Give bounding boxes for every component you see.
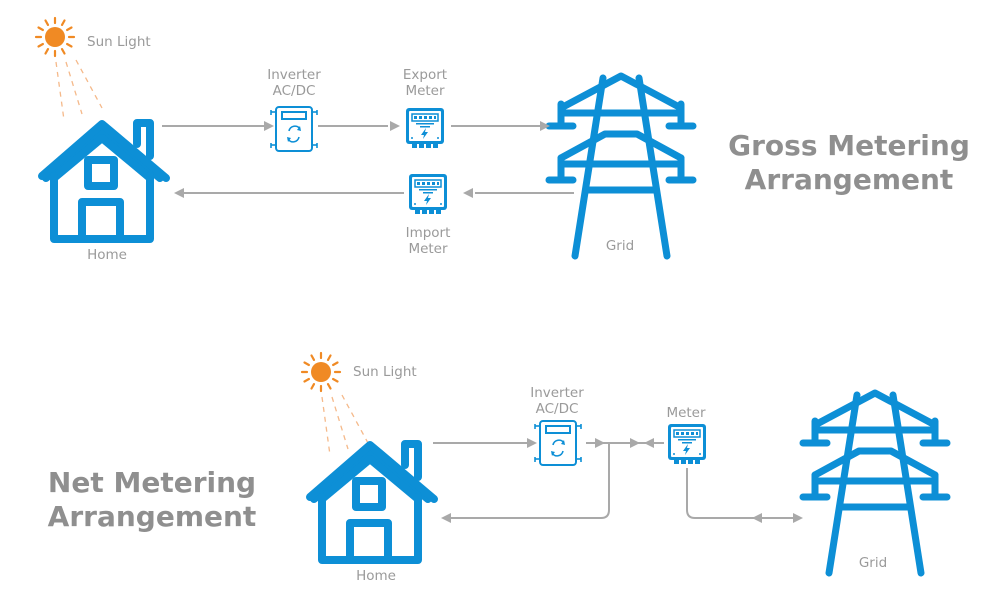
arrowhead: [390, 121, 400, 131]
meter-label: Meter: [666, 405, 706, 421]
arrowhead: [540, 121, 550, 131]
sun-rays-icon: [55, 59, 103, 121]
meter-icon: [667, 423, 707, 465]
grid-label: Grid: [859, 555, 887, 571]
sun-light-label: Sun Light: [87, 34, 151, 50]
net-title-line2: Arrangement: [48, 500, 257, 533]
arrowhead: [463, 188, 473, 198]
grid-label: Grid: [606, 238, 634, 254]
grid-pylon-icon: [549, 76, 693, 256]
import-meter-label-line1: Import: [406, 225, 451, 241]
arrowhead: [630, 438, 640, 448]
export-meter-label-line1: Export: [403, 67, 447, 83]
flow-junction-to-home: [450, 443, 610, 519]
home-icon: [42, 123, 166, 239]
flow-home-to-inverter: [162, 121, 274, 131]
arrowhead: [595, 438, 605, 448]
inverter-icon: [270, 106, 318, 152]
import-meter-icon: [408, 173, 448, 215]
net-title-line1: Net Metering: [48, 466, 256, 499]
sun-rays-icon: [321, 394, 369, 456]
inverter-label-line2: AC/DC: [273, 83, 316, 99]
inverter-label-line1: Inverter: [267, 67, 321, 83]
arrowhead: [441, 513, 451, 523]
net-metering-section: Net Metering Arrangement Sun Light Home …: [48, 351, 947, 584]
export-meter-icon: [405, 107, 445, 149]
home-icon: [310, 444, 434, 560]
import-meter-label-line2: Meter: [408, 241, 448, 257]
flow-meter-to-grid: [686, 468, 800, 519]
arrowhead: [644, 438, 654, 448]
arrowhead: [793, 513, 803, 523]
inverter-label-line2: AC/DC: [536, 401, 579, 417]
grid-pylon-icon: [803, 393, 947, 573]
home-label: Home: [87, 247, 127, 263]
inverter-icon: [534, 420, 582, 466]
home-label: Home: [356, 568, 396, 584]
gross-title-line1: Gross Metering: [728, 129, 970, 162]
arrowhead: [174, 188, 184, 198]
arrowhead: [752, 513, 762, 523]
sun-light-label: Sun Light: [353, 364, 417, 380]
sun-icon: [300, 351, 342, 393]
gross-title-line2: Arrangement: [745, 163, 954, 196]
gross-metering-section: Sun Light Home Inverter AC/DC Export Met…: [34, 16, 970, 263]
arrowhead: [527, 438, 537, 448]
inverter-label-line1: Inverter: [530, 385, 584, 401]
export-meter-label-line2: Meter: [405, 83, 445, 99]
sun-icon: [34, 16, 76, 58]
